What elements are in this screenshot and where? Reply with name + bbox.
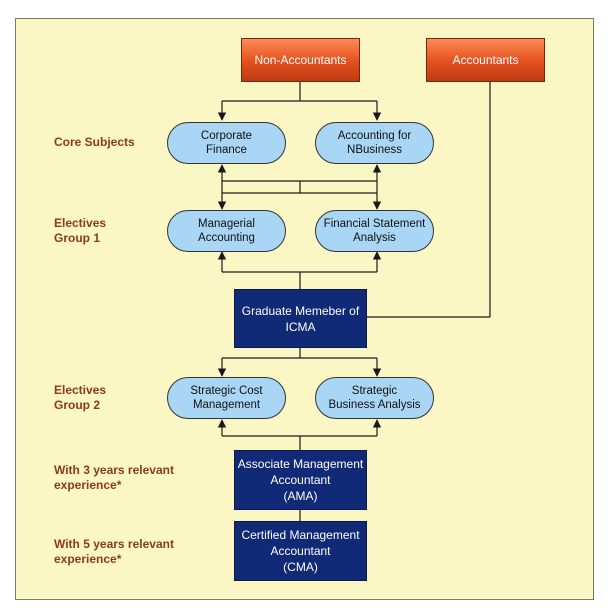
ama-line-2: Accountant [270, 473, 331, 487]
electives-2-line-1: Electives [54, 383, 107, 397]
ama-box: Associate Management Accountant (AMA) [234, 450, 367, 510]
strategic-cost-management-node: Strategic Cost Management [167, 377, 286, 419]
five-years-experience-label: With 5 years relevant experience* [54, 537, 174, 567]
exp-5-line-2: experience* [54, 552, 122, 566]
exp-3-line-2: experience* [54, 478, 122, 492]
electives-group-1-label: Electives Group 1 [54, 216, 106, 246]
ama-line-1: Associate Management [237, 457, 364, 471]
strategic-cost-line-1: Strategic Cost [190, 385, 263, 397]
corporate-finance-line-1: Corporate [200, 130, 253, 142]
corporate-finance-line-2: Finance [206, 144, 247, 156]
strategic-cost-line-2: Management [192, 399, 261, 411]
non-accountants-label: Non-Accountants [254, 53, 347, 67]
managerial-accounting-line-1: Managerial [198, 218, 255, 230]
accountants-box: Accountants [426, 38, 545, 82]
three-years-experience-label: With 3 years relevant experience* [54, 463, 174, 493]
managerial-accounting-node: Managerial Accounting [167, 210, 286, 252]
graduate-member-box: Graduate Memeber of ICMA [234, 289, 367, 348]
corporate-finance-node: Corporate Finance [167, 122, 286, 164]
ama-line-3: (AMA) [283, 489, 318, 503]
accounting-for-business-node: Accounting for NBusiness [315, 122, 434, 164]
graduate-line-2: ICMA [285, 319, 316, 334]
financial-statement-line-2: Analysis [353, 232, 396, 244]
cma-line-2: Accountant [270, 544, 331, 558]
accounting-business-line-1: Accounting for [337, 130, 412, 142]
electives-2-line-2: Group 2 [54, 398, 101, 412]
exp-5-line-1: With 5 years relevant [54, 537, 174, 551]
cma-box: Certified Management Accountant (CMA) [234, 521, 367, 581]
core-subjects-line: Core Subjects [54, 135, 135, 149]
electives-1-line-1: Electives [54, 216, 107, 230]
accountants-label: Accountants [452, 53, 519, 67]
strategic-business-line-2: Business Analysis [328, 399, 421, 411]
strategic-business-analysis-node: Strategic Business Analysis [315, 377, 434, 419]
non-accountants-box: Non-Accountants [241, 38, 360, 82]
core-subjects-label: Core Subjects [54, 135, 135, 150]
financial-statement-analysis-node: Financial Statement Analysis [315, 210, 434, 252]
financial-statement-line-1: Financial Statement [323, 218, 426, 230]
managerial-accounting-line-2: Accounting [198, 232, 255, 244]
cma-line-1: Certified Management [241, 528, 360, 542]
cma-line-3: (CMA) [283, 560, 318, 574]
graduate-line-1: Graduate Memeber of [241, 303, 360, 318]
strategic-business-line-1: Strategic [351, 385, 398, 397]
exp-3-line-1: With 3 years relevant [54, 463, 174, 477]
electives-group-2-label: Electives Group 2 [54, 383, 106, 413]
accounting-business-line-2: NBusiness [347, 144, 402, 156]
electives-1-line-2: Group 1 [54, 231, 101, 245]
